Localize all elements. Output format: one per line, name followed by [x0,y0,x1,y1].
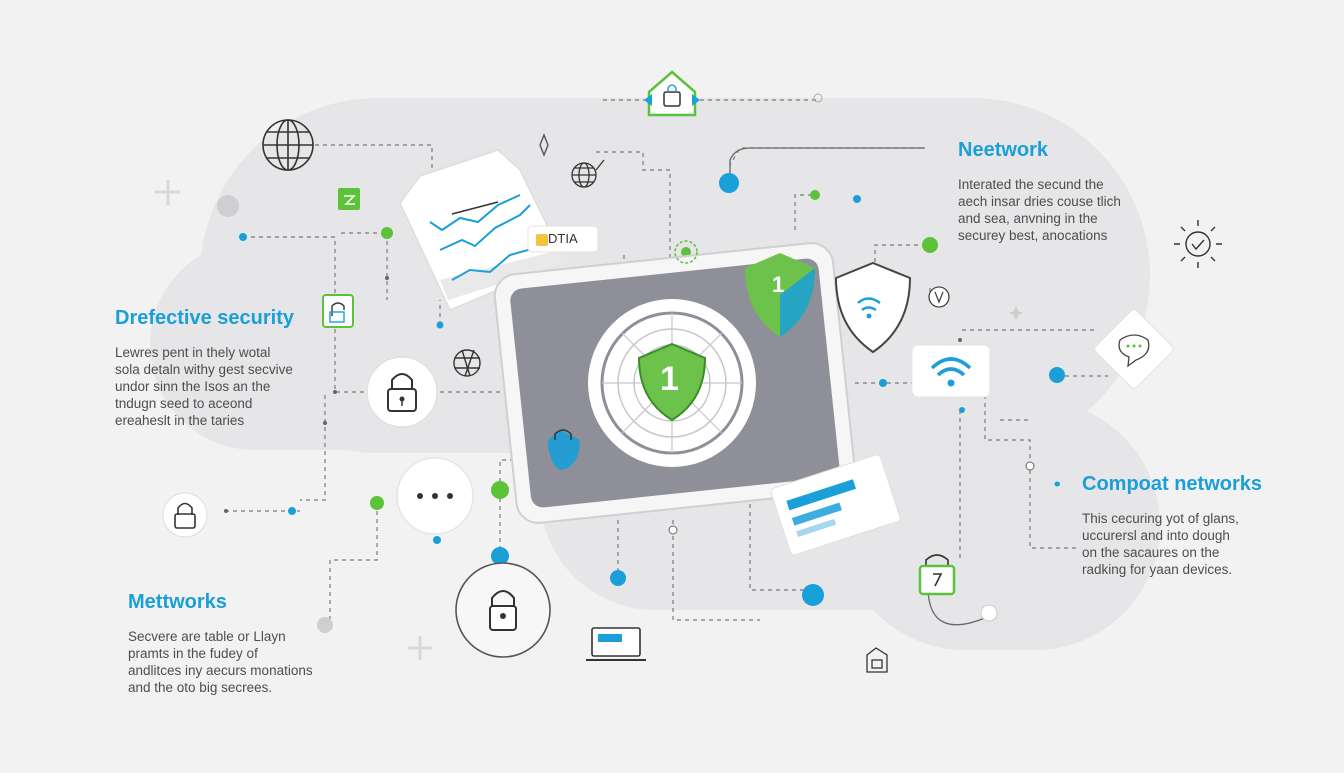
chat-bubble-icon [1094,309,1174,389]
globe-icon [262,119,314,171]
text-line: Interated the secund the [958,177,1104,192]
padlock-icon[interactable] [455,562,551,658]
gear-icon [674,240,698,264]
green-check-badge [338,188,360,210]
metworks-title: Mettworks [128,591,227,613]
text-line: uccurersl and into dough [1082,528,1230,543]
compoat-networks-text: This cecuring yot of glans, uccurersl an… [1082,510,1262,578]
house-lock-icon [866,647,888,673]
chat-dots-icon[interactable] [396,457,474,535]
text-line: sola detaln withy gest secvive [115,362,293,377]
text-line: Secvere are table or Llayn [128,629,286,644]
network-globe-icon [571,159,605,188]
grey-dots [217,93,1035,633]
padlock-icon[interactable] [162,492,208,538]
plus-decoration [155,180,432,660]
tablet-shield-number: 1 [660,360,679,398]
hash-globe-icon [453,349,481,377]
text-line: ereaheslt in the taries [115,413,245,428]
sparkle-icon [1009,306,1023,320]
text-line: and the oto big secrees. [128,680,273,695]
compoat-networks-block: Compoat networks This cecuring yot of gl… [1056,473,1263,578]
network-block: Neetwork Interated the secund the aech i… [958,139,1121,244]
phone-lock-icon [322,294,354,328]
check-circle-icon [928,286,950,308]
location-pin-icon [491,547,509,566]
text-line: undor sinn the Isos an the [115,379,271,394]
green-lock-icon [918,554,956,596]
blue-dots [239,173,1065,606]
directive-security-block: Drefective security Lewres pent in thely… [115,307,294,429]
text-line: radking for yaan devices. [1082,562,1233,577]
network-title: Neetwork [958,139,1049,161]
text-line: securey best, anocations [958,228,1108,243]
top-shield-number: 1 [772,272,785,297]
metworks-text: Secvere are table or Llayn pramts in the… [128,628,313,696]
document-chart-icon [399,149,599,311]
green-dots [370,190,938,510]
text-line: andlitces iny aecurs monations [128,663,313,678]
text-line: tndugn seed to aceond [115,396,253,411]
sun-icon [1174,220,1222,268]
shield-wifi-icon [834,261,912,354]
wifi-icon[interactable] [911,344,991,398]
data-tag-label: DTIA [548,231,578,246]
monitor-icon [770,454,901,556]
text-line: pramts in the fudey of [128,646,258,661]
directive-security-text: Lewres pent in thely wotal sola detaln w… [115,344,294,429]
compoat-networks-title: Compoat networks [1082,473,1263,495]
directive-security-title: Drefective security [115,307,294,329]
text-line: on the sacaures on the [1082,545,1220,560]
network-text: Interated the secund the aech insar drie… [958,176,1121,244]
home-lock-icon[interactable] [644,70,700,117]
solid-lines [729,147,986,626]
text-line: and sea, anvning in the [958,211,1098,226]
padlock-icon[interactable] [366,356,438,428]
bullet-dot [1056,482,1060,486]
laptop-icon [586,627,646,661]
tablet-shield-icon [637,342,707,422]
top-shield-icon [745,253,815,337]
text-line: aech insar dries couse tlich [958,194,1121,209]
text-line: Lewres pent in thely wotal [115,345,271,360]
metworks-block: Mettworks Secvere are table or Llayn pra… [128,591,313,696]
text-line: This cecuring yot of glans, [1082,511,1239,526]
